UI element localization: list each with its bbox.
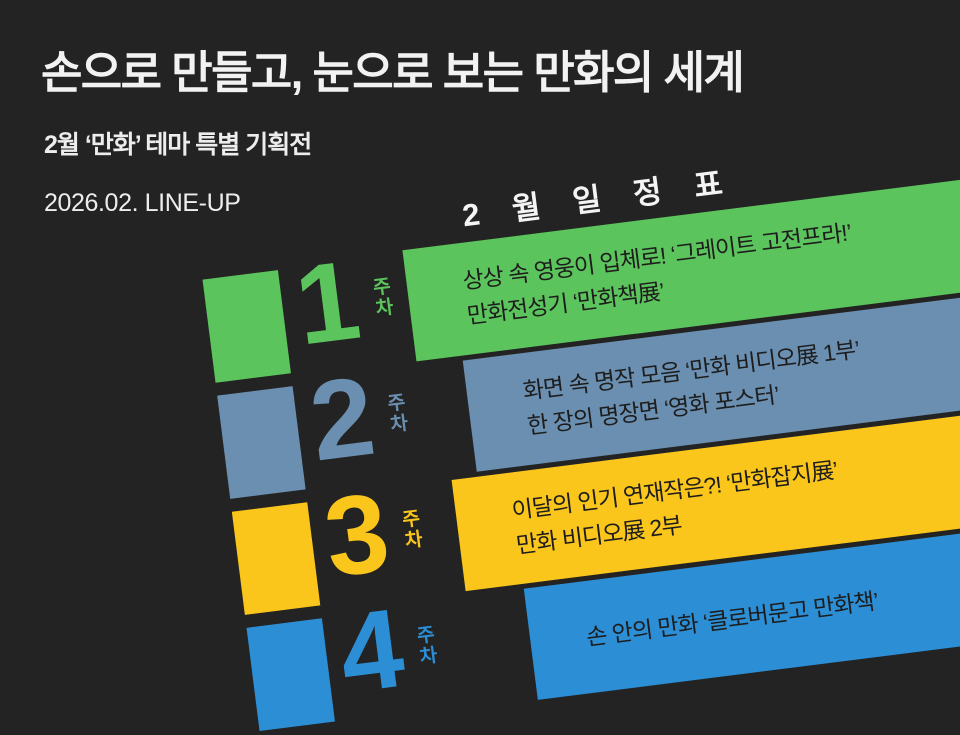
week-color-swatch <box>231 502 321 615</box>
week-unit-label: 주 차 <box>399 508 426 553</box>
week-color-swatch <box>246 618 335 732</box>
week-unit-bottom: 차 <box>403 529 424 553</box>
week-color-swatch <box>202 270 291 383</box>
week-unit-label: 주 차 <box>384 392 411 437</box>
page-subtitle: 2월 ‘만화’ 테마 특별 기획전 <box>44 131 312 160</box>
week-number: 1 <box>288 237 364 369</box>
week-number: 3 <box>318 469 393 601</box>
week-unit-bottom: 차 <box>418 645 439 669</box>
week-number: 2 <box>303 353 378 485</box>
week-unit-bottom: 차 <box>389 413 410 437</box>
week-color-swatch <box>217 386 306 499</box>
week-unit-label: 주 차 <box>370 276 397 321</box>
week-unit-label: 주 차 <box>414 624 441 669</box>
lineup-date-label: 2026.02. LINE-UP <box>44 188 241 217</box>
week-number: 4 <box>332 585 408 717</box>
program-line: 손 안의 만화 ‘클로버문고 만화책’ <box>584 587 880 650</box>
header-block: 손으로 만들고, 눈으로 보는 만화의 세계 2월 ‘만화’ 테마 특별 기획전… <box>41 47 745 217</box>
page-title: 손으로 만들고, 눈으로 보는 만화의 세계 <box>41 47 745 98</box>
week-unit-bottom: 차 <box>374 297 395 321</box>
